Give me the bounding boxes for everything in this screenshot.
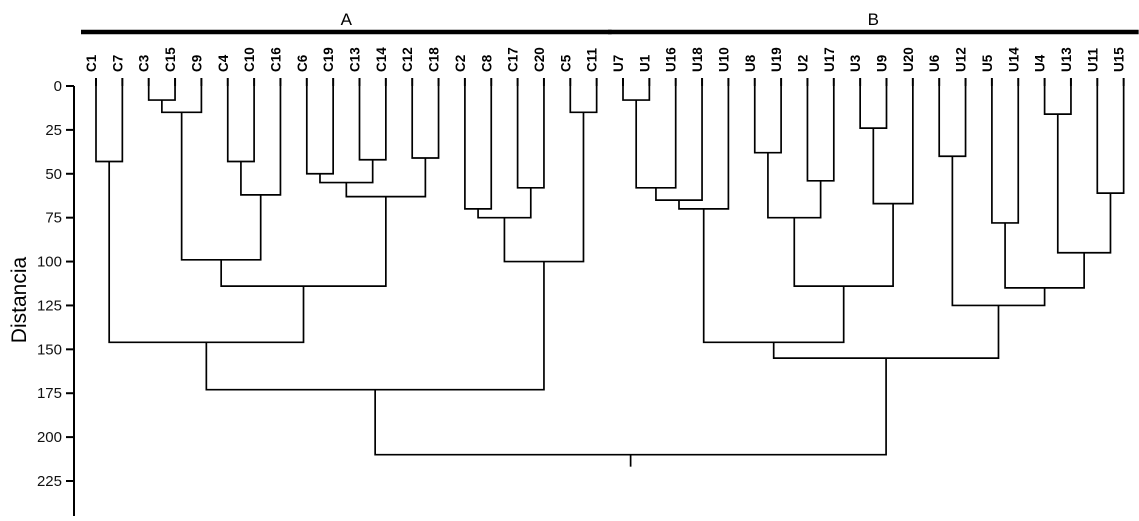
leaf-label-u9: U9: [875, 55, 890, 72]
leaf-label-c9: C9: [189, 55, 204, 72]
merge-link: [108, 161, 305, 344]
y-tick-label: 200: [37, 429, 62, 446]
leaf-label-c2: C2: [453, 55, 468, 72]
leaf-label-c8: C8: [479, 54, 494, 72]
merge-link: [374, 358, 887, 456]
merge-link: [635, 86, 677, 189]
leaf-label-u15: U15: [1112, 47, 1127, 72]
merge-link: [411, 86, 440, 159]
merge-link: [180, 112, 262, 261]
leaf-label-u17: U17: [822, 47, 837, 72]
merge-link: [678, 86, 730, 210]
leaf-label-u18: U18: [690, 47, 705, 72]
y-tick-label: 50: [45, 166, 62, 183]
merge-link: [991, 86, 1020, 224]
leaf-label-u12: U12: [954, 47, 969, 72]
group-label-a: A: [341, 10, 353, 29]
leaf-label-u8: U8: [743, 54, 758, 72]
y-axis-title: Distancia: [8, 256, 31, 343]
merge-link: [938, 86, 967, 158]
merge-link: [622, 86, 651, 101]
merge-link: [358, 86, 387, 161]
leaf-label-c15: C15: [163, 47, 178, 72]
leaf-label-u14: U14: [1006, 47, 1021, 72]
merge-link: [161, 86, 203, 114]
y-tick-label: 225: [37, 473, 62, 490]
leaf-label-c5: C5: [558, 54, 573, 72]
leaf-label-c16: C16: [268, 47, 283, 72]
leaf-label-u19: U19: [769, 47, 784, 72]
leaf-label-u20: U20: [901, 47, 916, 72]
y-tick-label: 150: [37, 341, 62, 358]
group-label-b: B: [868, 10, 879, 29]
y-tick-label: 0: [54, 78, 62, 95]
leaf-label-c4: C4: [216, 54, 231, 72]
leaf-label-u5: U5: [980, 54, 995, 72]
leaf-label-c20: C20: [532, 47, 547, 72]
merge-link: [95, 86, 124, 163]
y-tick-label: 75: [45, 210, 62, 227]
leaf-label-u13: U13: [1059, 47, 1074, 72]
merge-link: [753, 86, 782, 154]
merge-link: [305, 86, 334, 175]
leaf-label-u6: U6: [927, 54, 942, 72]
leaf-label-u1: U1: [637, 54, 652, 72]
leaf-label-c10: C10: [242, 47, 257, 72]
merge-link: [872, 86, 914, 205]
leaf-label-u3: U3: [848, 54, 863, 72]
leaf-label-c19: C19: [321, 47, 336, 72]
merge-link: [345, 157, 427, 198]
merge-link: [240, 86, 282, 196]
merge-link: [806, 86, 835, 182]
merge-link: [1096, 86, 1125, 194]
y-tick-label: 175: [37, 385, 62, 402]
leaf-label-u16: U16: [664, 47, 679, 72]
dendrogram-links-layer: [95, 86, 1125, 467]
merge-link: [226, 86, 255, 163]
leaf-label-u2: U2: [795, 55, 810, 72]
merge-link: [859, 86, 888, 129]
leaf-label-c11: C11: [585, 47, 600, 72]
merge-link: [205, 261, 545, 391]
y-tick-label: 100: [37, 254, 62, 271]
leaf-label-u10: U10: [716, 47, 731, 72]
merge-link: [1043, 86, 1072, 115]
leaf-label-u4: U4: [1033, 54, 1048, 72]
y-axis-layer: 0 25 50 75 100 125 150 175 200 225: [37, 78, 75, 516]
leaf-labels-layer: C1 C7 C3 C15 C9 C4 C10 C16 C6 C19 C13 C14 C12 C18 C2 C8…: [84, 47, 1127, 86]
merge-link: [147, 86, 176, 101]
merge-link: [772, 305, 1000, 359]
merge-link: [655, 86, 703, 201]
merge-link: [1004, 222, 1085, 289]
leaf-label-u7: U7: [611, 55, 626, 72]
merge-link: [569, 86, 598, 114]
leaf-label-c1: C1: [84, 54, 99, 72]
merge-link: [477, 187, 532, 219]
leaf-label-u11: U11: [1085, 47, 1100, 72]
merge-link: [767, 152, 822, 219]
leaf-label-c17: C17: [506, 47, 521, 72]
merge-link: [464, 86, 493, 210]
leaf-label-c6: C6: [295, 54, 310, 72]
leaf-label-c18: C18: [427, 47, 442, 72]
merge-link: [951, 156, 1046, 307]
leaf-label-c13: C13: [348, 47, 363, 72]
y-tick-label: 25: [45, 122, 62, 139]
merge-link: [516, 86, 545, 189]
leaf-label-c14: C14: [374, 47, 389, 72]
leaf-label-c3: C3: [137, 54, 152, 72]
merge-link: [793, 203, 894, 287]
merge-link: [220, 196, 387, 287]
leaf-label-c12: C12: [400, 47, 415, 72]
leaf-label-c7: C7: [110, 55, 125, 72]
y-tick-label: 125: [37, 297, 62, 314]
merge-link: [1056, 114, 1112, 254]
merge-link: [319, 159, 374, 184]
merge-link: [702, 208, 845, 344]
